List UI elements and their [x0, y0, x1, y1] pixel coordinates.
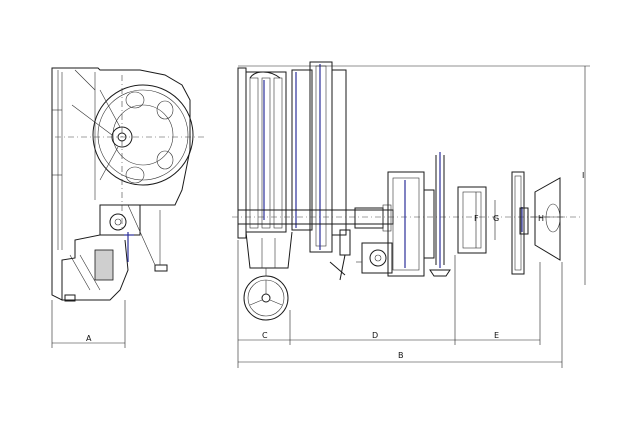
- dimension-label-e: E: [494, 331, 499, 340]
- dimension-label-b: B: [398, 351, 404, 360]
- side-view: A: [51, 67, 205, 348]
- dimension-label-f: F: [474, 214, 479, 223]
- dimension-label-i: I: [582, 171, 584, 180]
- front-view: F G H I C D E B: [232, 61, 590, 368]
- dimension-label-d: D: [372, 331, 378, 340]
- dimension-label-h: H: [538, 214, 544, 223]
- dimension-label-c: C: [262, 331, 268, 340]
- dimension-label-a: A: [86, 334, 92, 343]
- dimension-label-g: G: [493, 214, 499, 223]
